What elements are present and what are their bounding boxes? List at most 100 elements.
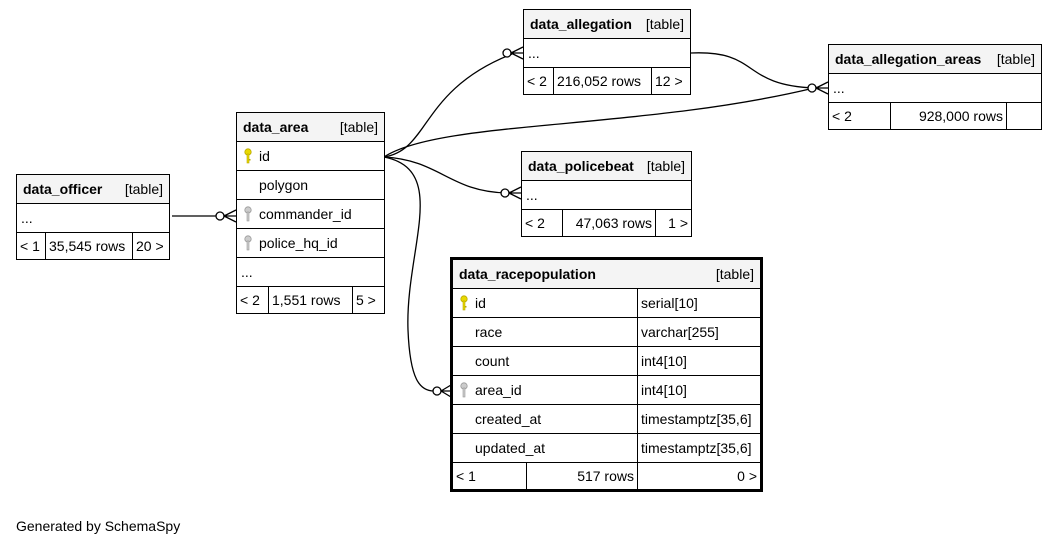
column-row[interactable]: area_id int4[10] [453,376,760,405]
column-type: timestamptz[35,6] [641,411,752,427]
column-row[interactable]: commander_id [237,200,384,229]
table-data-allegation[interactable]: data_allegation [table] ... < 2 216,052 … [523,9,691,95]
column-name: updated_at [475,440,546,456]
table-name: data_area [243,119,309,135]
table-data-allegation-areas[interactable]: data_allegation_areas [table] ... < 2 92… [828,44,1042,130]
column-type: int4[10] [641,353,687,369]
foreign-key-icon [237,235,259,251]
columns-ellipsis: ... [829,74,1041,103]
table-header: data_allegation_areas [table] [829,45,1041,74]
column-type: serial[10] [641,295,698,311]
row-count: 216,052 rows [554,68,652,94]
edge-area-allegation-areas [383,87,815,158]
column-row[interactable]: race varchar[255] [453,318,760,347]
table-name: data_officer [23,181,103,197]
primary-key-icon [237,148,259,164]
columns-ellipsis: ... [237,258,384,287]
edge-end-circle [502,48,512,58]
column-name: id [475,295,486,311]
row-count: 517 rows [527,463,638,489]
edge-area-allegation [383,53,513,158]
column-row[interactable]: created_at timestamptz[35,6] [453,405,760,434]
parents-count[interactable]: < 1 [17,233,46,259]
table-footer: < 2 1,551 rows 5 > [237,287,384,313]
column-row[interactable]: id [237,142,384,171]
table-data-area[interactable]: data_area [table] id polygon commander_i… [236,112,385,314]
table-footer: < 2 47,063 rows 1 > [522,210,691,236]
parents-count[interactable]: < 2 [522,210,563,236]
parents-count[interactable]: < 2 [524,68,554,94]
foreign-key-icon [453,382,475,398]
children-count[interactable]: 1 > [668,215,688,231]
row-count: 928,000 rows [891,103,1007,129]
edge-area-racepopulation [383,156,435,392]
table-data-policebeat[interactable]: data_policebeat [table] ... < 2 47,063 r… [521,151,692,237]
table-header: data_policebeat [table] [522,152,691,181]
column-type: int4[10] [641,382,687,398]
children-count[interactable]: 12 > [655,73,683,89]
column-name: police_hq_id [259,235,338,251]
edge-allegation-allegation-areas [690,52,815,89]
parents-count[interactable]: < 2 [237,287,269,313]
column-name: area_id [475,382,522,398]
children-count[interactable]: 0 > [737,468,757,484]
table-name: data_allegation [530,16,632,32]
edge-end-circle [807,83,817,93]
table-kind: [table] [339,119,378,135]
edge-end-circle [500,188,510,198]
column-row[interactable]: updated_at timestamptz[35,6] [453,434,760,463]
column-name: count [475,353,510,369]
table-kind: [table] [996,51,1035,67]
foreign-key-icon [237,206,259,222]
column-row[interactable]: police_hq_id [237,229,384,258]
column-type: timestamptz[35,6] [641,440,752,456]
row-count: 1,551 rows [269,287,353,313]
children-count[interactable]: 5 > [356,292,376,308]
primary-key-icon [453,295,475,311]
column-name: race [475,324,503,340]
table-name: data_racepopulation [459,266,596,282]
table-data-racepopulation[interactable]: data_racepopulation [table] id serial[10… [450,257,763,492]
row-count: 35,545 rows [46,233,133,259]
column-row[interactable]: polygon [237,171,384,200]
table-header: data_area [table] [237,113,384,142]
children-count[interactable] [1007,103,1041,129]
generated-by-label: Generated by SchemaSpy [16,518,181,534]
table-kind: [table] [715,266,754,282]
table-footer: < 1 35,545 rows 20 > [17,233,169,259]
crows-foot [508,186,522,200]
column-name: polygon [259,177,309,193]
table-footer: < 2 216,052 rows 12 > [524,68,690,94]
crows-foot [440,384,452,398]
column-name: commander_id [259,206,352,222]
table-header: data_allegation [table] [524,10,690,39]
columns-ellipsis: ... [524,39,690,68]
column-row[interactable]: id serial[10] [453,289,760,318]
column-row[interactable]: count int4[10] [453,347,760,376]
table-name: data_policebeat [528,158,634,174]
crows-foot [815,81,829,95]
table-header: data_officer [table] [17,175,169,204]
table-footer: < 1 517 rows 0 > [453,463,760,489]
crows-foot [510,46,524,60]
columns-ellipsis: ... [17,204,169,233]
crows-foot [223,209,237,223]
table-kind: [table] [645,16,684,32]
children-count[interactable]: 20 > [136,238,164,254]
column-type: varchar[255] [641,324,719,340]
table-kind: [table] [646,158,685,174]
table-data-officer[interactable]: data_officer [table] ... < 1 35,545 rows… [16,174,170,260]
column-name: created_at [475,411,542,427]
row-count: 47,063 rows [563,210,656,236]
edge-area-policebeat [383,156,508,194]
table-footer: < 2 928,000 rows [829,103,1041,129]
columns-ellipsis: ... [522,181,691,210]
parents-count[interactable]: < 1 [453,463,527,489]
parents-count[interactable]: < 2 [829,103,891,129]
column-name: id [259,148,270,164]
edge-end-circle [215,211,225,221]
table-name: data_allegation_areas [835,51,982,67]
table-kind: [table] [124,181,163,197]
table-header: data_racepopulation [table] [453,260,760,289]
